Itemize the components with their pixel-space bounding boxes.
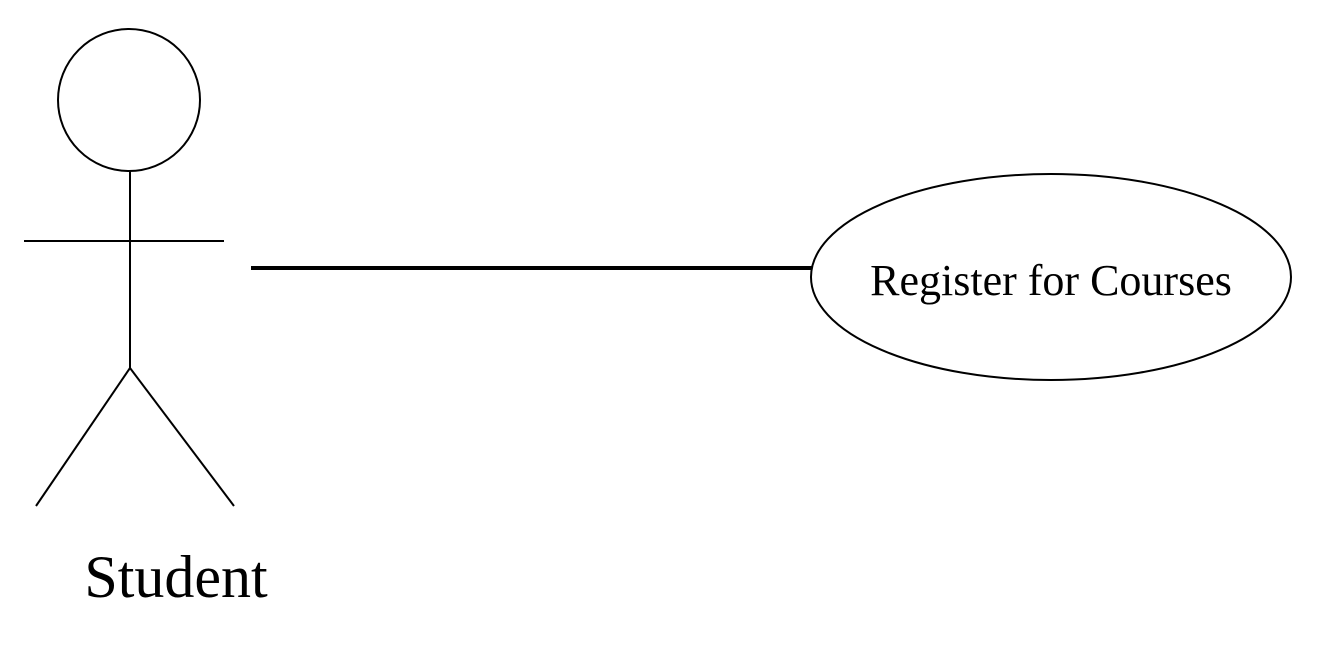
use-case-label: Register for Courses — [870, 256, 1232, 305]
use-case-ellipse — [810, 173, 1292, 381]
use-case-register-for-courses: Register for Courses — [810, 173, 1292, 381]
actor-left-leg — [35, 367, 131, 507]
actor-student: Student — [24, 28, 268, 610]
actor-right-leg — [129, 367, 235, 507]
actor-label: Student — [84, 544, 268, 610]
actor-head — [57, 28, 201, 172]
